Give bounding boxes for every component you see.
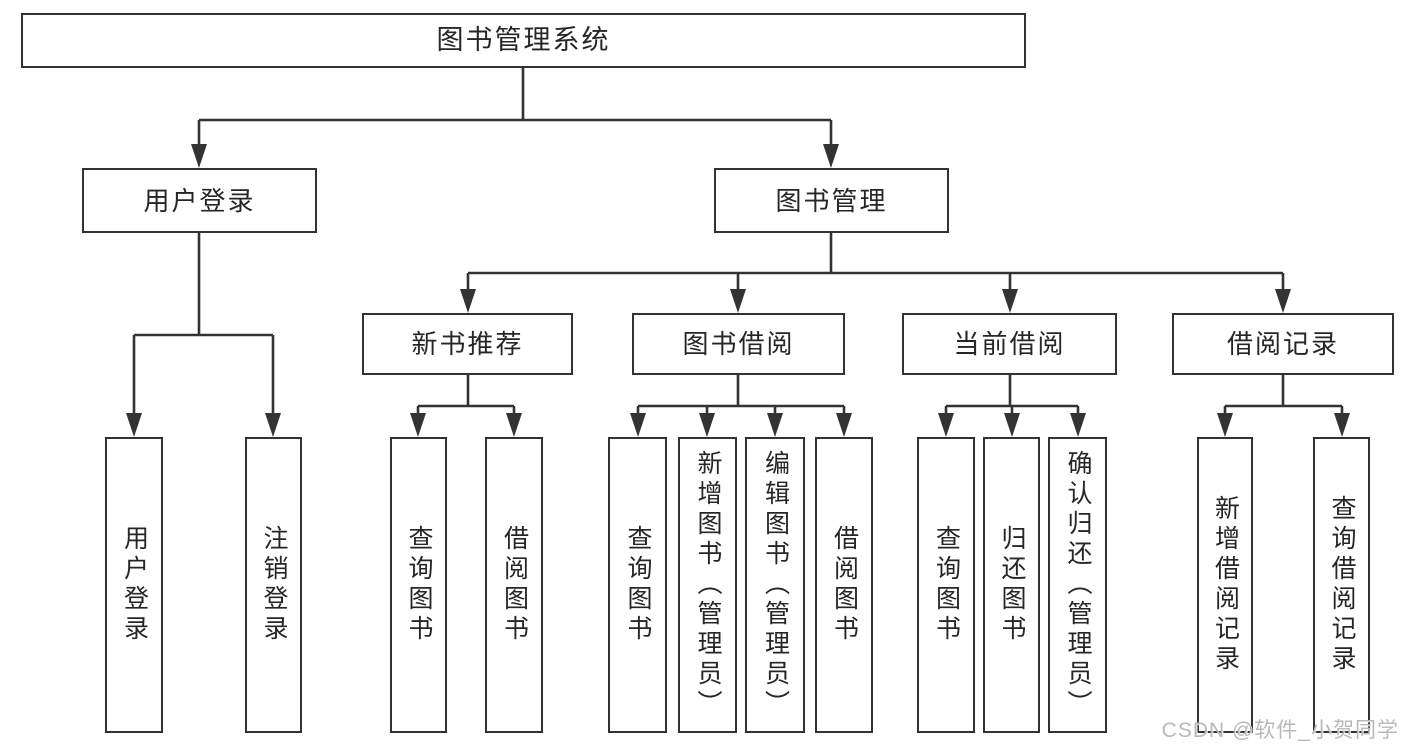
arrowhead xyxy=(191,144,207,168)
leaf-edit-book-admin: 编辑图书（管理员） xyxy=(745,437,805,733)
node-label: 图书管理系统 xyxy=(436,25,611,55)
node-user-login-branch: 用户登录 xyxy=(82,168,317,233)
arrowhead xyxy=(506,413,522,437)
leaf-add-book-admin: 新增图书（管理员） xyxy=(678,437,737,733)
arrowhead xyxy=(823,144,839,168)
node-label: 当前借阅 xyxy=(953,329,1066,359)
leaf-user-login: 用户登录 xyxy=(105,437,163,733)
leaf-logout: 注销登录 xyxy=(245,437,302,733)
node-library-management-system: 图书管理系统 xyxy=(21,13,1026,68)
leaf-return-book: 归还图书 xyxy=(983,437,1040,733)
node-label: 查询图书 xyxy=(405,525,433,645)
arrowhead xyxy=(1070,413,1086,437)
arrowhead xyxy=(1334,413,1350,437)
node-label: 查询图书 xyxy=(624,525,652,645)
node-label: 借阅图书 xyxy=(830,525,859,645)
node-label: 图书借阅 xyxy=(682,329,795,359)
node-label: 新增借阅记录 xyxy=(1211,495,1240,675)
arrowhead xyxy=(1004,413,1020,437)
arrowhead xyxy=(460,289,476,313)
arrowhead xyxy=(410,413,426,437)
arrowhead xyxy=(1217,413,1233,437)
node-borrow-records: 借阅记录 xyxy=(1172,313,1394,375)
node-label: 查询借阅记录 xyxy=(1328,495,1356,675)
arrowhead xyxy=(836,413,852,437)
node-label: 借阅记录 xyxy=(1226,329,1339,359)
leaf-add-borrow-record: 新增借阅记录 xyxy=(1197,437,1253,733)
arrowhead xyxy=(699,413,715,437)
node-label: 用户登录 xyxy=(120,525,149,645)
arrowhead xyxy=(1275,289,1291,313)
node-book-management-branch: 图书管理 xyxy=(714,168,949,233)
leaf-query-books-recommend: 查询图书 xyxy=(390,437,447,733)
watermark-text: CSDN @软件_小贺同学 xyxy=(1161,719,1399,742)
arrowhead xyxy=(126,413,142,437)
node-label: 新书推荐 xyxy=(411,329,524,359)
node-label: 新增图书（管理员） xyxy=(694,450,722,720)
arrowhead xyxy=(938,413,954,437)
node-book-borrow: 图书借阅 xyxy=(632,313,845,375)
leaf-query-books-borrow: 查询图书 xyxy=(608,437,667,733)
leaf-borrow-books: 借阅图书 xyxy=(815,437,873,733)
node-label: 编辑图书（管理员） xyxy=(761,450,790,720)
arrowhead xyxy=(730,289,746,313)
node-label: 用户登录 xyxy=(143,185,256,216)
leaf-confirm-return-admin: 确认归还（管理员） xyxy=(1048,437,1107,733)
node-label: 借阅图书 xyxy=(500,525,529,645)
node-label: 归还图书 xyxy=(998,525,1026,645)
arrowhead xyxy=(1002,289,1018,313)
node-label: 查询图书 xyxy=(932,525,961,645)
arrowhead xyxy=(630,413,646,437)
arrowhead xyxy=(767,413,783,437)
leaf-query-books-current: 查询图书 xyxy=(917,437,975,733)
leaf-query-borrow-record: 查询借阅记录 xyxy=(1313,437,1370,733)
node-current-borrow: 当前借阅 xyxy=(902,313,1117,375)
node-new-book-recommend: 新书推荐 xyxy=(362,313,573,375)
node-label: 注销登录 xyxy=(260,525,288,645)
arrowhead xyxy=(265,413,281,437)
node-label: 确认归还（管理员） xyxy=(1064,450,1092,720)
leaf-borrow-books-recommend: 借阅图书 xyxy=(485,437,543,733)
node-label: 图书管理 xyxy=(775,185,888,216)
